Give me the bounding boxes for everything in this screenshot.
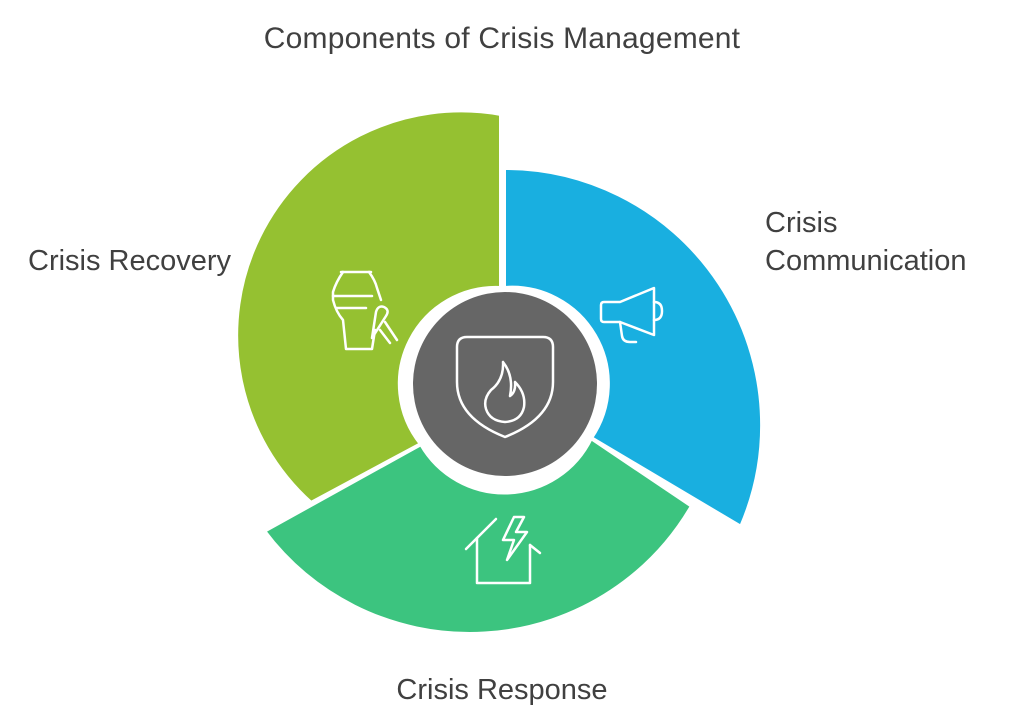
label-crisis-recovery: Crisis Recovery <box>28 245 232 277</box>
diagram-title: Components of Crisis Management <box>263 22 741 55</box>
house-lightning-icon <box>464 515 542 585</box>
segment-communication[interactable] <box>502 165 765 529</box>
label-crisis-communication: Crisis Communication <box>765 207 967 277</box>
center-hub-inner <box>413 292 597 476</box>
segment-recovery[interactable] <box>234 108 503 505</box>
label-crisis-response: Crisis Response <box>396 674 608 706</box>
vase-repair-icon <box>331 270 399 351</box>
megaphone-icon <box>599 286 664 344</box>
shield-flame-icon <box>455 335 555 439</box>
